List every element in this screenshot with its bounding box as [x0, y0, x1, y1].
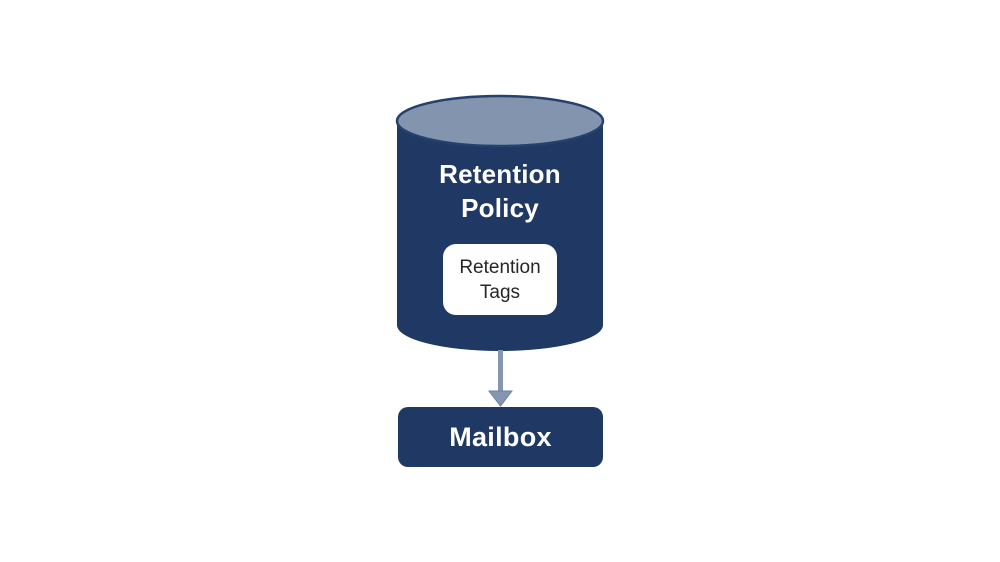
- retention-tags-node-label: Retention Tags: [459, 256, 541, 303]
- mailbox-node-label: Mailbox: [449, 421, 552, 452]
- retention-policy-node-label: Retention Policy: [439, 159, 561, 223]
- cylinder-top-ellipse: [395, 94, 605, 148]
- retention-tags-node: Retention Tags: [443, 244, 557, 315]
- flow-arrow-head: [487, 390, 514, 407]
- mailbox-node: Mailbox: [398, 407, 603, 467]
- cylinder-body-shape: [397, 121, 603, 351]
